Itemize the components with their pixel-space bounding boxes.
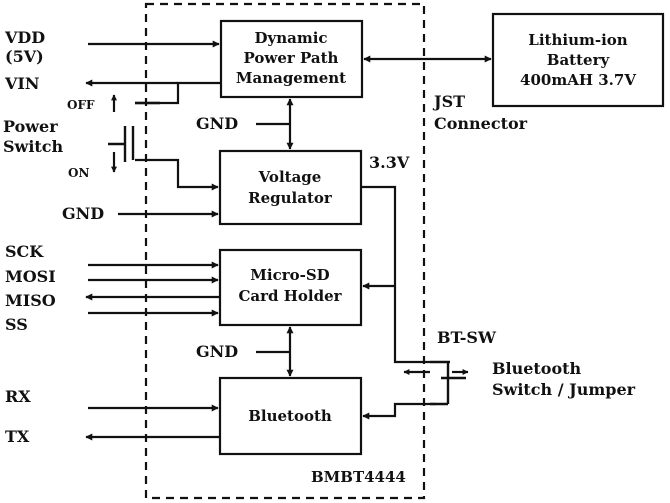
dynamic-power-path-block: Dynamic Power Path Management [219,19,364,99]
power-switch-label-2: Switch [3,137,64,156]
module-boundary [144,2,426,500]
battery-block: Lithium-ion Battery 400mAH 3.7V [491,12,665,108]
power-switch-symbol [108,94,160,173]
switch-to-regulator-wire [135,158,219,191]
dynamic-power-label-2: Power Path [244,49,339,67]
microsd-label-2: Card Holder [238,287,342,305]
battery-label-1: Lithium-ion [528,31,627,49]
mosi-label: MOSI [5,267,56,286]
bt-switch-symbol [403,360,469,406]
btsw-to-bluetooth-wire [362,402,436,420]
microsd-label-1: Micro-SD [250,266,329,284]
on-label: ON [68,166,89,180]
bluetooth-label: Bluetooth [248,407,332,425]
module-label: BMBT4444 [311,468,406,486]
voltage-regulator-label-1: Voltage [258,168,322,186]
gnd-2-label: GND [62,204,104,223]
voltage-regulator-label-2: Regulator [248,189,333,207]
bluetooth-block: Bluetooth [218,376,363,456]
sck-label: SCK [5,242,44,261]
gnd-3-label: GND [196,342,238,361]
bt-switch-label-2: Switch / Jumper [492,380,636,399]
vdd-volt-label: (5V) [5,47,44,66]
battery-label-3: 400mAH 3.7V [520,71,636,89]
gnd-1-label: GND [196,114,238,133]
tx-label: TX [5,427,30,446]
dppm-to-switch-wire [135,81,221,105]
bt-switch-label-1: Bluetooth [492,359,582,378]
rail-3v3-wire [361,185,430,364]
ss-label: SS [5,315,28,334]
vdd-label: VDD [4,28,45,47]
voltage-regulator-block: Voltage Regulator [218,149,363,226]
jst-label-2: Connector [434,114,528,133]
dynamic-power-label-1: Dynamic [254,29,327,47]
vin-label: VIN [4,74,40,93]
v33-label: 3.3V [369,153,410,172]
battery-label-2: Battery [547,51,611,69]
miso-label: MISO [5,291,56,310]
bt-sw-label: BT-SW [437,328,497,347]
rx-label: RX [5,387,31,406]
off-label: OFF [67,98,95,112]
jst-label-1: JST [432,92,465,111]
dynamic-power-label-3: Management [236,69,346,87]
power-switch-label-1: Power [3,117,58,136]
microsd-block: Micro-SD Card Holder [218,248,363,327]
